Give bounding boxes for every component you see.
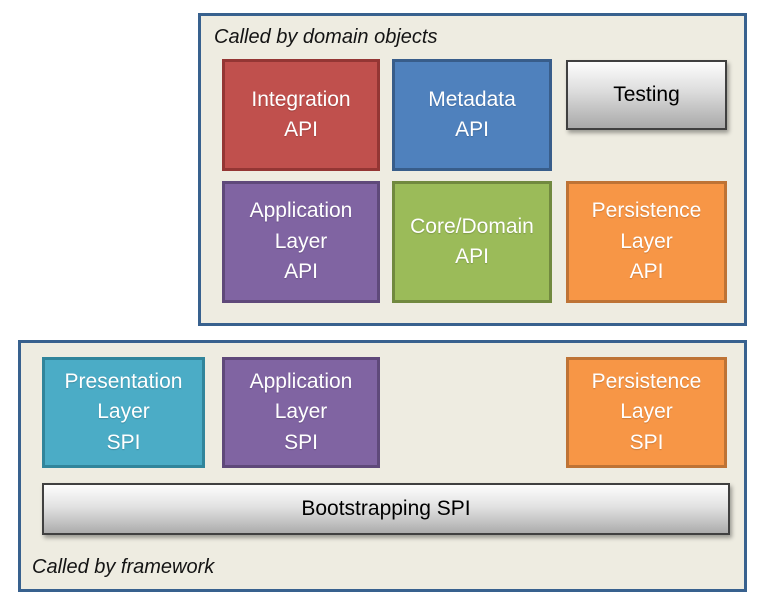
group-label-framework: Called by framework bbox=[32, 556, 215, 578]
box-application-layer-api: Application Layer API bbox=[222, 181, 380, 303]
box-bootstrapping-spi: Bootstrapping SPI bbox=[42, 483, 730, 535]
box-label-presentation-layer-spi: Presentation Layer SPI bbox=[64, 369, 183, 454]
box-core-domain-api: Core/Domain API bbox=[392, 181, 552, 303]
box-label-core-domain-api: Core/Domain API bbox=[410, 214, 534, 268]
box-label-bootstrapping-spi: Bootstrapping SPI bbox=[301, 496, 471, 520]
group-called-by-domain-objects: Called by domain objects Integration API… bbox=[198, 13, 747, 326]
group-label-domain-objects: Called by domain objects bbox=[214, 26, 438, 48]
box-label-persistence-layer-spi: Persistence Layer SPI bbox=[591, 369, 702, 454]
box-label-persistence-layer-api: Persistence Layer API bbox=[591, 199, 702, 284]
box-persistence-layer-api: Persistence Layer API bbox=[566, 181, 727, 303]
box-metadata-api: Metadata API bbox=[392, 59, 552, 171]
box-label-metadata-api: Metadata API bbox=[428, 87, 516, 141]
box-testing: Testing bbox=[566, 60, 727, 130]
box-label-testing: Testing bbox=[613, 82, 680, 106]
box-label-application-layer-api: Application Layer API bbox=[249, 199, 353, 284]
box-persistence-layer-spi: Persistence Layer SPI bbox=[566, 357, 727, 468]
box-presentation-layer-spi: Presentation Layer SPI bbox=[42, 357, 205, 468]
box-label-application-layer-spi: Application Layer SPI bbox=[249, 369, 353, 454]
box-label-integration-api: Integration API bbox=[251, 87, 351, 141]
box-application-layer-spi: Application Layer SPI bbox=[222, 357, 380, 468]
box-integration-api: Integration API bbox=[222, 59, 380, 171]
group-called-by-framework: Presentation Layer SPI Application Layer… bbox=[18, 340, 747, 592]
